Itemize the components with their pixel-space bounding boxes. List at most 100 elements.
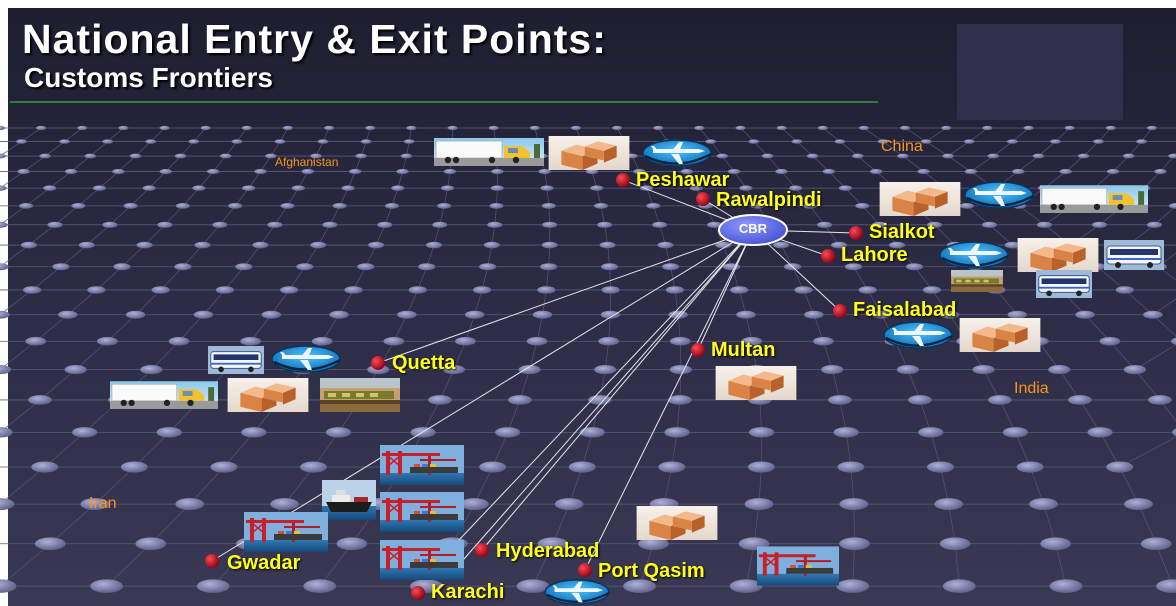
grid-node	[0, 221, 8, 228]
grid-line	[165, 155, 181, 172]
grid-line	[677, 314, 681, 342]
grid-node	[739, 185, 753, 191]
grid-line	[481, 266, 489, 291]
grid-line	[544, 171, 548, 189]
city-label-rawalpindi[interactable]: Rawalpindi	[716, 189, 822, 211]
grid-node	[301, 169, 315, 175]
grid-node	[1115, 286, 1135, 294]
city-label-karachi[interactable]: Karachi	[431, 581, 505, 603]
grid-line	[1138, 503, 1157, 544]
grid-node	[118, 125, 129, 131]
grid-node	[120, 461, 148, 473]
grid-node	[715, 241, 732, 249]
grid-node	[1172, 428, 1176, 437]
grid-line	[465, 314, 476, 342]
grid-line	[536, 314, 543, 342]
city-label-quetta[interactable]: Quetta	[392, 352, 456, 374]
grid-line	[926, 141, 949, 157]
grid-node	[747, 461, 775, 473]
grid-node	[1123, 365, 1146, 375]
grid-line	[1112, 155, 1129, 172]
grid-node	[590, 185, 604, 191]
cargo-boxes-icon	[636, 506, 718, 540]
grid-node	[1029, 498, 1058, 511]
grid-node	[270, 498, 300, 511]
grid-node	[159, 125, 170, 131]
grid-node	[1040, 537, 1072, 551]
grid-node	[365, 125, 376, 131]
connector-karachi-1	[439, 229, 754, 561]
grid-line	[532, 543, 554, 587]
city-label-lahore[interactable]: Lahore	[841, 244, 908, 266]
grid-node	[488, 125, 499, 131]
grid-line	[1128, 141, 1142, 157]
city-label-port-qasim[interactable]: Port Qasim	[598, 560, 705, 582]
grid-line	[1084, 314, 1111, 342]
train-icon	[951, 270, 1003, 292]
grid-node	[188, 139, 200, 144]
grid-node	[1036, 221, 1053, 228]
grid-line	[609, 266, 611, 290]
city-label-faisalabad[interactable]: Faisalabad	[853, 299, 957, 321]
grid-line	[812, 155, 830, 172]
grid-node	[662, 263, 680, 271]
train-icon	[320, 378, 400, 412]
city-label-peshawar[interactable]: Peshawar	[636, 169, 730, 191]
city-label-hyderabad[interactable]: Hyderabad	[496, 540, 600, 562]
city-label-sialkot[interactable]: Sialkot	[869, 221, 935, 243]
grid-line	[307, 155, 317, 172]
grid-node	[1147, 395, 1172, 405]
grid-node	[639, 185, 654, 191]
grid-node	[322, 221, 338, 228]
grid-line	[75, 340, 108, 370]
grid-line	[219, 205, 236, 226]
grid-line	[107, 127, 124, 142]
grid-line	[0, 466, 46, 505]
country-label-afghanistan: Afghanistan	[275, 155, 339, 169]
grid-line	[507, 399, 521, 433]
grid-node	[325, 427, 352, 438]
grid-node	[291, 185, 306, 191]
grid-node	[855, 202, 870, 209]
grid-line	[671, 432, 678, 468]
grid-line	[70, 155, 91, 172]
grid-node	[71, 202, 86, 209]
grid-node	[934, 498, 964, 511]
grid-node	[982, 125, 993, 131]
grid-line	[947, 141, 970, 157]
grid-node	[922, 286, 942, 294]
grid-line	[940, 466, 950, 505]
decorative-square	[957, 24, 1123, 120]
grid-node	[959, 202, 975, 209]
cbr-hub[interactable]	[718, 214, 788, 246]
grid-node	[833, 427, 859, 438]
grid-line	[657, 127, 669, 142]
city-label-multan[interactable]: Multan	[711, 339, 776, 361]
grid-line	[795, 187, 811, 207]
grid-line	[494, 205, 497, 225]
grid-line	[0, 171, 24, 189]
grid-line	[182, 244, 203, 268]
grid-line	[1038, 141, 1056, 157]
cargo-boxes-icon	[227, 378, 309, 412]
grid-node	[296, 263, 314, 271]
grid-node	[623, 579, 656, 593]
grid-line	[96, 266, 123, 291]
cargo-boxes-icon	[959, 318, 1041, 352]
city-label-gwadar[interactable]: Gwadar	[227, 552, 301, 574]
grid-node	[927, 461, 955, 473]
grid-node	[1068, 395, 1092, 405]
grid-node	[803, 202, 818, 209]
grid-line	[1099, 432, 1120, 468]
grid-line	[0, 399, 41, 433]
grid-line	[993, 141, 1013, 157]
grid-node	[360, 139, 372, 144]
grid-line	[44, 141, 65, 157]
grid-node	[0, 427, 13, 438]
grid-node	[668, 395, 692, 405]
grid-node	[939, 310, 960, 319]
grid-line	[270, 289, 290, 315]
grid-line	[0, 244, 30, 268]
grid-node	[135, 537, 167, 551]
grid-node	[368, 241, 385, 249]
